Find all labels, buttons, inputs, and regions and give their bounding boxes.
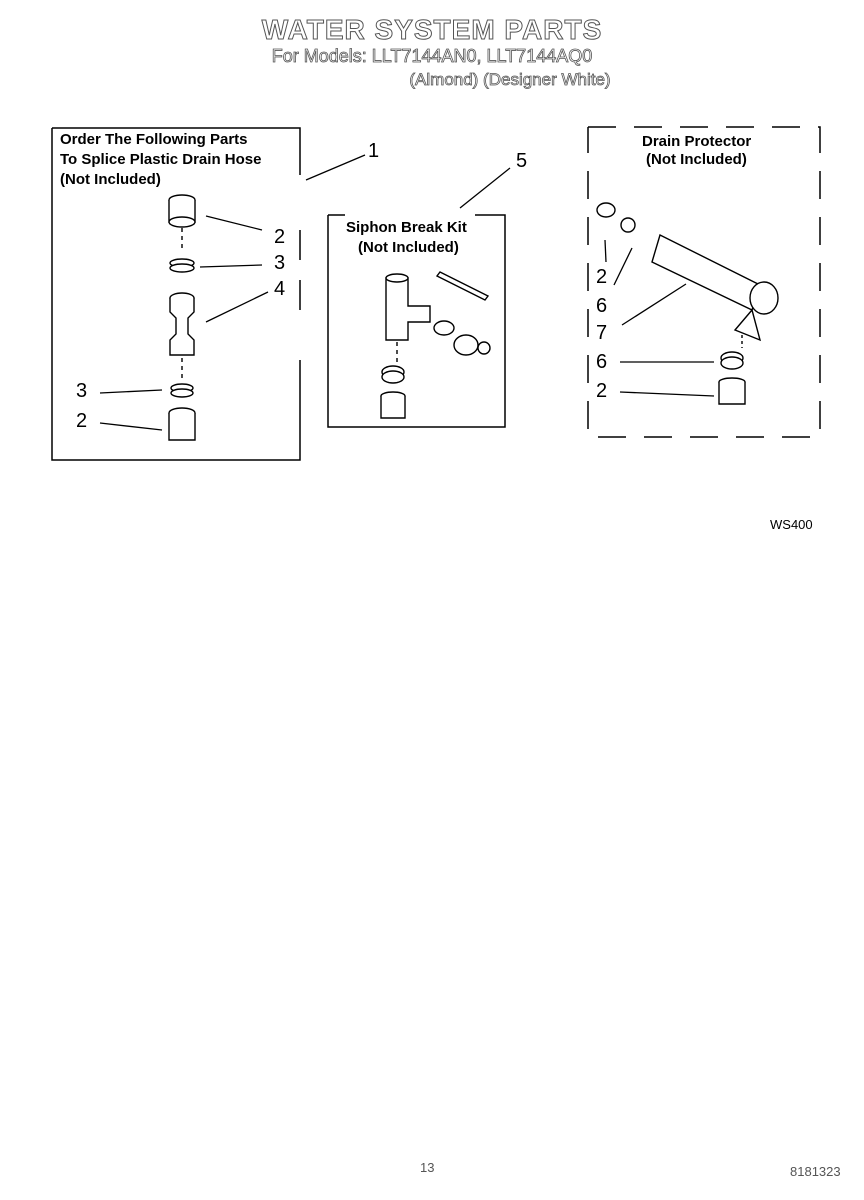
drain-protector-parts — [596, 202, 779, 405]
callout-right-6-bottom: 6 — [596, 351, 608, 373]
middle-box-label-line1: Siphon Break Kit — [346, 219, 467, 236]
drain-cap — [718, 377, 746, 405]
hose-clamp-top — [169, 258, 195, 273]
right-box-label-line2: (Not Included) — [646, 151, 747, 168]
left-box-label-line1: Order The Following Parts — [60, 131, 248, 148]
callout-right-7: 7 — [596, 322, 608, 344]
siphon-box-border — [327, 214, 506, 428]
callout-right-2-bottom: 2 — [596, 380, 608, 402]
siphon-nut — [381, 365, 405, 384]
splice-connector-bottom — [168, 407, 196, 441]
siphon-parts — [380, 271, 491, 419]
siphon-tee-body — [385, 273, 431, 341]
leader-lines — [99, 154, 715, 431]
left-parts — [168, 194, 196, 441]
callout-right-6-top: 6 — [596, 295, 608, 317]
right-box-label-line1: Drain Protector — [642, 133, 752, 150]
model-numbers: For Models: LLT7144AN0, LLT7144AQ0 — [271, 46, 593, 67]
callout-left-4: 4 — [274, 278, 286, 300]
diagram-code: WS400 — [770, 517, 813, 532]
drain-protector-box-border — [587, 126, 821, 438]
left-box-label-line3: (Not Included) — [60, 171, 161, 188]
color-variants: (Almond) (Designer White) — [409, 70, 611, 90]
callout-5: 5 — [516, 150, 528, 172]
callout-left-2-top: 2 — [274, 226, 286, 248]
siphon-fitting — [433, 320, 491, 356]
callout-right-2-top: 2 — [596, 266, 608, 288]
siphon-cap — [380, 391, 406, 419]
middle-box-label-line2: (Not Included) — [358, 239, 459, 256]
hose-clamp-bottom — [170, 383, 194, 398]
document-number: 8181323 — [790, 1164, 841, 1179]
left-kit-box-border — [51, 127, 301, 461]
page-number: 13 — [420, 1160, 435, 1175]
siphon-rod — [435, 271, 490, 301]
diagram-title: WATER SYSTEM PARTS — [261, 14, 603, 46]
callout-left-3-bottom: 3 — [76, 380, 88, 402]
drain-nut — [720, 351, 744, 370]
splice-connector-top — [168, 194, 196, 228]
drain-washer — [596, 202, 636, 233]
drain-valve-body — [651, 234, 779, 342]
callout-1: 1 — [368, 140, 380, 162]
callout-left-3-top: 3 — [274, 252, 286, 274]
callout-left-2-bottom: 2 — [76, 410, 88, 432]
left-box-label-line2: To Splice Plastic Drain Hose — [60, 151, 262, 168]
hose-splice-tube — [169, 292, 195, 356]
